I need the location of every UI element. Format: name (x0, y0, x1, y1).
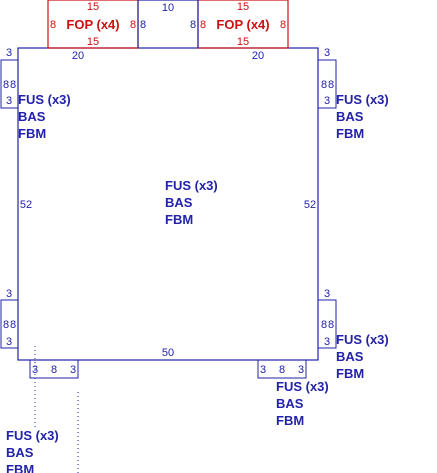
tr-tab-dim-top: 3 (324, 47, 330, 59)
right-flap-label: FOP (x4) (216, 17, 269, 32)
right-flap-dim-outer: 8 (190, 19, 196, 31)
bl-tab-dim-top: 3 (6, 288, 12, 300)
panel-dim-bottom: 50 (162, 347, 174, 359)
flap-gap (137, 0, 199, 48)
left-flap-dim-left: 8 (50, 19, 56, 31)
bottom-right-tab-dim-3: 3 (298, 364, 304, 376)
side-tab-bottom-right (317, 299, 337, 349)
tl-tab-dim-a: 8 (3, 79, 9, 91)
main-panel (17, 47, 319, 361)
bl-tab-dim-bottom: 3 (6, 336, 12, 348)
br-tab-label-3: FBM (336, 366, 364, 381)
panel-dim-top: 20 (72, 50, 84, 62)
tl-tab-label-2: BAS (18, 109, 46, 124)
bottom-tab-right (257, 359, 307, 379)
panel-dim-top-right: 20 (252, 50, 264, 62)
bottom-right-tab-label-3: FBM (276, 413, 304, 428)
left-flap-dim-right: 8 (130, 19, 136, 31)
bottom-left-tab-dim-2: 8 (51, 364, 57, 376)
bottom-tab-left (29, 359, 79, 379)
tl-tab-dim-bottom: 3 (6, 95, 12, 107)
panel-dim-left: 52 (20, 199, 32, 211)
bl-tab-dim-b: 8 (10, 319, 16, 331)
tr-tab-label-3: FBM (336, 126, 364, 141)
panel-label-line-1: FUS (x3) (165, 178, 218, 193)
panel-label-line-3: FBM (165, 212, 193, 227)
bl-tab-dim-a: 8 (3, 319, 9, 331)
detached-label-1: FUS (x3) (6, 428, 59, 443)
left-flap-label: FOP (x4) (66, 17, 119, 32)
tr-tab-label-2: BAS (336, 109, 364, 124)
tr-tab-label-1: FUS (x3) (336, 92, 389, 107)
tr-tab-dim-a: 8 (321, 79, 327, 91)
br-tab-dim-top: 3 (324, 288, 330, 300)
left-flap-dim-bottom: 15 (87, 36, 99, 48)
right-flap-dim-bottom: 15 (237, 36, 249, 48)
br-tab-label-1: FUS (x3) (336, 332, 389, 347)
br-tab-label-2: BAS (336, 349, 364, 364)
bottom-left-tab-dim-3: 3 (70, 364, 76, 376)
bottom-right-tab-label-2: BAS (276, 396, 304, 411)
br-tab-dim-bottom: 3 (324, 336, 330, 348)
br-tab-dim-a: 8 (321, 319, 327, 331)
tl-tab-label-1: FUS (x3) (18, 92, 71, 107)
right-flap-dim-top: 15 (237, 1, 249, 13)
side-tab-top-right (317, 59, 337, 109)
br-tab-dim-b: 8 (328, 319, 334, 331)
tr-tab-dim-bottom: 3 (324, 95, 330, 107)
panel-label-line-2: BAS (165, 195, 193, 210)
right-flap-dim-right: 8 (280, 19, 286, 31)
panel-dim-right: 52 (304, 199, 316, 211)
detached-label-2: BAS (6, 445, 34, 460)
left-flap-dim-outer: 8 (140, 19, 146, 31)
tl-tab-dim-top: 3 (6, 47, 12, 59)
bottom-right-tab-dim-1: 3 (260, 364, 266, 376)
detached-label-3: FBM (6, 462, 34, 473)
side-tab-top-left (0, 59, 19, 109)
side-tab-bottom-left (0, 299, 19, 349)
tr-tab-dim-b: 8 (328, 79, 334, 91)
tl-tab-label-3: FBM (18, 126, 46, 141)
left-flap-dim-top: 15 (87, 1, 99, 13)
bottom-right-tab-label-1: FUS (x3) (276, 379, 329, 394)
right-flap-dim-left: 8 (200, 19, 206, 31)
tl-tab-dim-b: 8 (10, 79, 16, 91)
bottom-right-tab-dim-2: 8 (279, 364, 285, 376)
flap-gap-dim: 10 (162, 2, 174, 14)
bottom-left-tab-dim-1: 3 (32, 364, 38, 376)
